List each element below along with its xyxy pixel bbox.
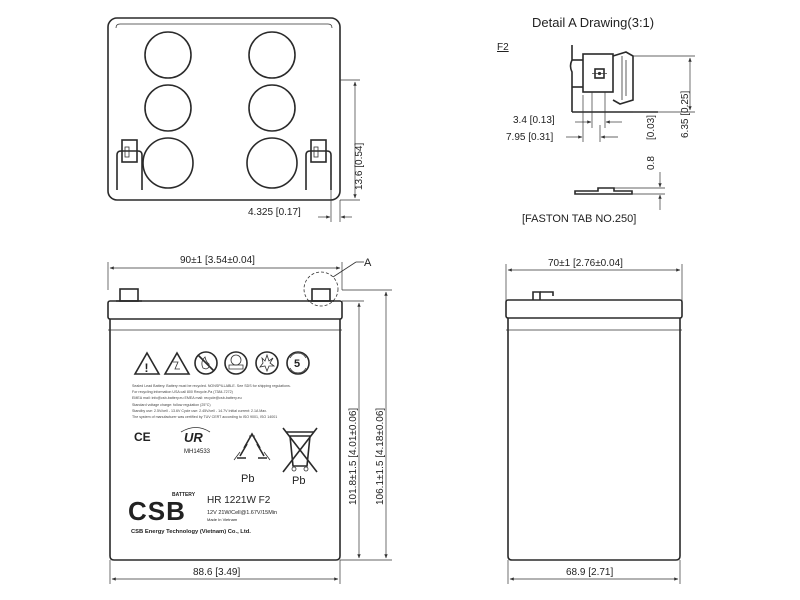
corrosive-icon xyxy=(163,351,191,375)
dim-13-6-label: 13.6 [0.54] xyxy=(354,143,365,190)
front-height-1-label: 101.8±1.5 [4.01±0.06] xyxy=(348,408,359,505)
callout-a: A xyxy=(364,257,372,269)
front-view: 90±1 [3.54±0.04] A 101.8±1.5 [4.01±0.06]… xyxy=(107,255,392,584)
hazard-icons: ! 5 xyxy=(133,351,310,375)
svg-text:UR: UR xyxy=(184,430,203,445)
side-view: 70±1 [2.76±0.04] 68.9 [2.71] xyxy=(505,258,683,584)
detail-note: [FASTON TAB NO.250] xyxy=(522,213,636,225)
brand-tag: BATTERY xyxy=(172,492,196,498)
top-view: 13.6 [0.54] 4.325 [0.17] xyxy=(107,17,365,222)
warning-line-5: Standby use: 2.5V/cell - 13.6V Cycle use… xyxy=(132,409,267,413)
recycle-icon xyxy=(233,432,271,461)
pb-bin-label: Pb xyxy=(292,475,305,487)
rating-label: 12V 21W/Cell@1.67V/15Min xyxy=(207,510,277,516)
pb-recycle-label: Pb xyxy=(241,473,254,485)
warning-line-4: Standard voltage charge: follow regulati… xyxy=(132,403,211,407)
top-view-cells xyxy=(142,31,298,189)
detail-a-view: Detail A Drawing(3:1) F2 6.35 [0.25] 3.4… xyxy=(497,15,695,225)
warning-line-1: Sealed Lead Battery. Battery must be rec… xyxy=(132,384,291,388)
dim-4-325-label: 4.325 [0.17] xyxy=(248,207,301,218)
warning-text-block: Sealed Lead Battery. Battery must be rec… xyxy=(132,384,291,419)
dim-3-4-label: 3.4 [0.13] xyxy=(513,115,555,126)
company-label: CSB Energy Technology (Vietnam) Co., Ltd… xyxy=(131,529,251,535)
svg-text:!: ! xyxy=(145,361,149,375)
warning-line-2: For recycling information USA call 800 R… xyxy=(132,390,233,394)
model-label: HR 1221W F2 xyxy=(207,495,271,506)
top-view-terminal-right xyxy=(305,139,332,190)
brand-logo: CSB xyxy=(128,496,186,526)
recycle-5-icon: 5 xyxy=(286,351,310,375)
dim-0-03-label: [0.03] xyxy=(646,115,657,140)
side-width-label: 70±1 [2.76±0.04] xyxy=(548,258,623,269)
front-bottom-label: 88.6 [3.49] xyxy=(193,567,240,578)
ul-number: MH14533 xyxy=(184,449,211,455)
dim-0-8-label: 0.8 xyxy=(646,156,657,170)
no-fire-icon xyxy=(194,351,218,375)
front-width-label: 90±1 [3.54±0.04] xyxy=(180,255,255,266)
dim-6-35-label: 6.35 [0.25] xyxy=(680,91,691,138)
warning-triangle-icon: ! xyxy=(133,351,161,375)
ce-mark: CE xyxy=(134,430,151,444)
origin-label: Made In Vietnam xyxy=(207,517,238,522)
ul-mark-icon: UR xyxy=(180,427,211,445)
top-view-terminal-left xyxy=(116,139,143,190)
detail-title: Detail A Drawing(3:1) xyxy=(532,15,654,30)
svg-text:5: 5 xyxy=(294,358,300,370)
detail-terminal-code: F2 xyxy=(497,42,509,53)
side-bottom-label: 68.9 [2.71] xyxy=(566,567,613,578)
dim-7-95-label: 7.95 [0.31] xyxy=(506,132,553,143)
warning-line-3: EMEA mail: info@csb-battery.eu EMEA mail… xyxy=(132,396,242,400)
explosion-icon xyxy=(255,351,279,375)
warning-line-6: The system of manufacturer was certified… xyxy=(132,415,277,419)
crossed-bin-icon xyxy=(282,427,318,473)
front-height-2-label: 106.1±1.5 [4.18±0.06] xyxy=(375,408,386,505)
eye-protection-icon xyxy=(224,351,248,375)
